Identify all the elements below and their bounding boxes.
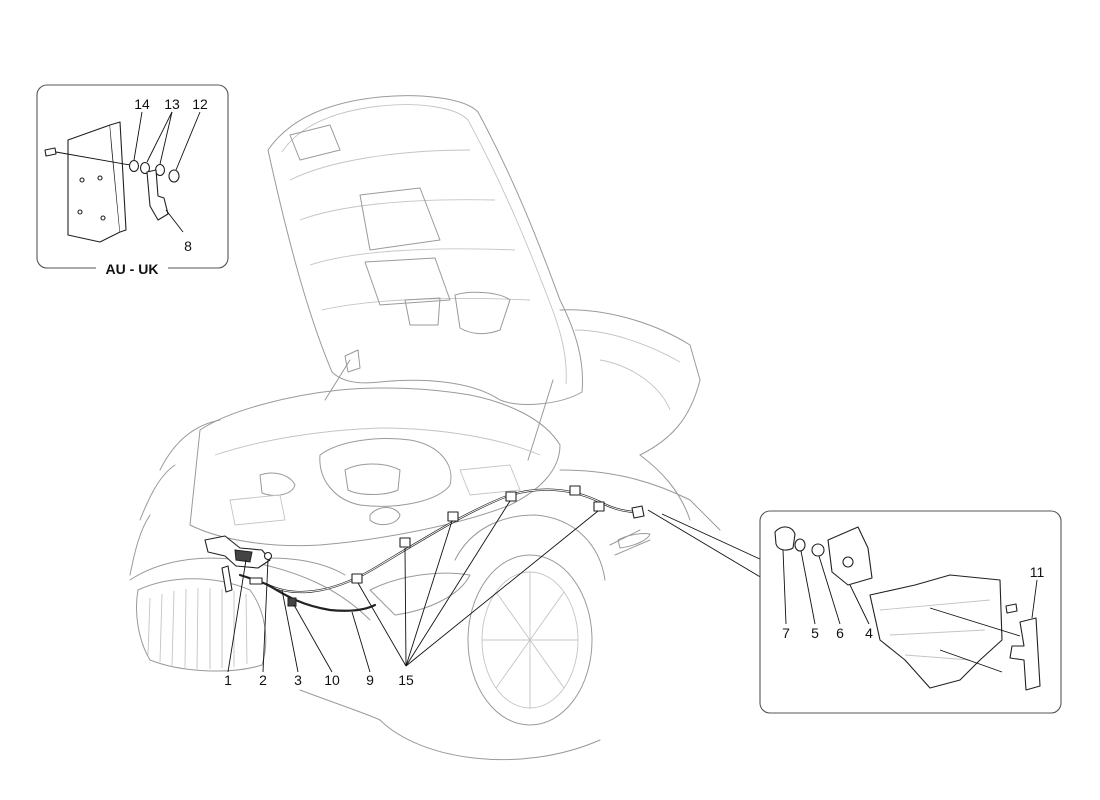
cable-clip xyxy=(569,485,581,496)
washer-icon xyxy=(128,159,140,173)
bolt-icon xyxy=(1005,603,1018,614)
callout-10: 10 xyxy=(324,672,340,688)
callout-1: 1 xyxy=(224,672,232,688)
callout-11: 11 xyxy=(1030,564,1045,580)
callout-13: 13 xyxy=(164,96,180,112)
pad-icon xyxy=(827,526,873,586)
washer-icon xyxy=(794,538,806,552)
inset-au-uk: AU - UK xyxy=(36,84,229,277)
washer-icon xyxy=(154,163,166,177)
callout-6: 6 xyxy=(836,625,844,641)
callout-3: 3 xyxy=(294,672,302,688)
cable-clips xyxy=(351,485,605,584)
washer-icon xyxy=(811,543,825,557)
hood-latch-assembly xyxy=(204,535,297,607)
callout-12: 12 xyxy=(192,96,208,112)
callout-15: 15 xyxy=(398,672,414,688)
washer-icon xyxy=(139,161,151,175)
inset-title: AU - UK xyxy=(106,261,159,277)
callout-4: 4 xyxy=(865,625,873,641)
callout-9: 9 xyxy=(366,672,374,688)
hood-release-cable xyxy=(238,488,640,612)
callout-8: 8 xyxy=(184,238,192,254)
inset-detail-right xyxy=(647,509,1062,714)
callout-7: 7 xyxy=(782,625,790,641)
callout-2: 2 xyxy=(259,672,267,688)
callout-numbers: 1 2 3 10 9 15 14 13 12 8 7 5 6 4 11 xyxy=(134,96,1044,688)
cable-clip xyxy=(593,501,605,512)
cable-clip xyxy=(399,537,411,548)
striker-icon xyxy=(1009,617,1041,691)
grommet-icon xyxy=(774,526,796,551)
nut-icon xyxy=(168,169,180,183)
cable-clip xyxy=(351,573,363,584)
cable-clip xyxy=(505,491,517,502)
cable-end xyxy=(631,505,645,519)
car-illustration xyxy=(129,95,721,761)
callout-5: 5 xyxy=(811,625,819,641)
callout-14: 14 xyxy=(134,96,150,112)
bolt-icon xyxy=(263,551,273,561)
callout-leaders xyxy=(133,111,1038,673)
cable-clip xyxy=(447,511,459,522)
